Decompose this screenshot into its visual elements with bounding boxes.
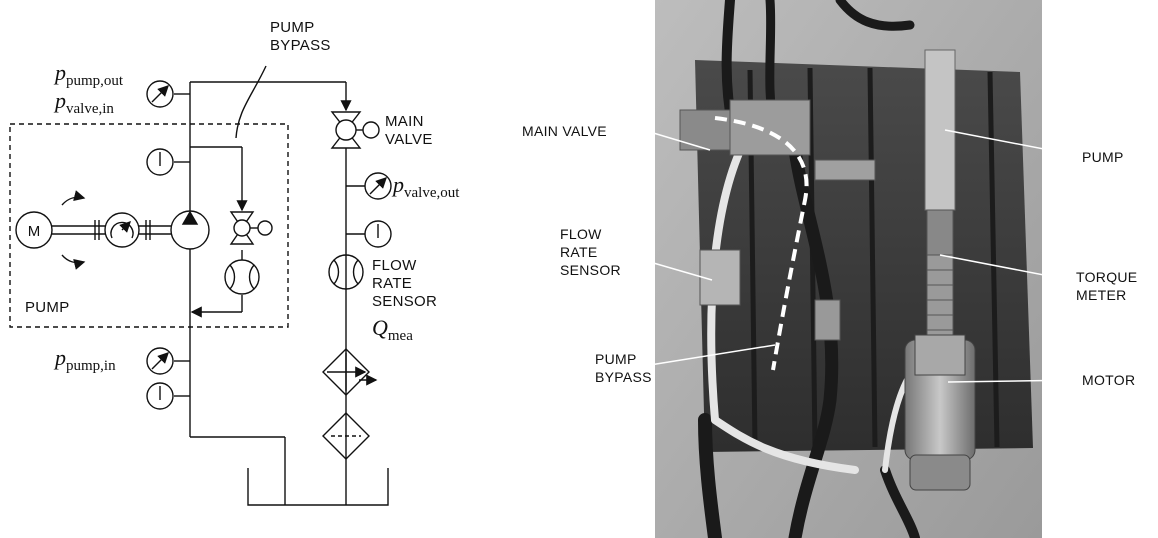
- p-valve-out-label: pvalve,out: [393, 172, 460, 201]
- pressure-gauge-pump-in: [146, 347, 174, 375]
- main-valve-label-line1: MAIN: [385, 113, 424, 130]
- flow-sensor-label-line1: FLOW: [372, 257, 417, 274]
- cooler-symbol: [322, 348, 378, 396]
- flow-sensor-label-line3: SENSOR: [372, 293, 438, 310]
- pump-boundary-box: [9, 123, 289, 328]
- tank: [247, 468, 389, 506]
- photo-pump-bypass-label-line1: PUMP: [595, 351, 637, 367]
- filter-symbol: [322, 412, 370, 460]
- photo-torque-meter-label-line1: TORQUE: [1076, 269, 1138, 285]
- pump-bypass-label-line1: PUMP: [270, 19, 315, 36]
- photo-torque-meter-label-line2: METER: [1076, 287, 1127, 303]
- photo-flow-sensor-label-line3: SENSOR: [560, 262, 621, 278]
- flow-meter-main: [328, 254, 364, 290]
- q-mea-label: Qmea: [372, 315, 413, 344]
- photo-pump-bypass-label-line2: BYPASS: [595, 369, 652, 385]
- photo-pump-label: PUMP: [1082, 149, 1124, 165]
- hydraulic-schematic: M: [9, 65, 392, 506]
- photo-main-valve-label: MAIN VALVE: [522, 123, 607, 139]
- photo-flow-sensor-label-line1: FLOW: [560, 226, 602, 242]
- motor-symbol: [15, 211, 53, 249]
- pressure-gauge-pump-out: [146, 80, 174, 108]
- bypass-valve-symbol: [229, 211, 273, 245]
- p-pump-in-label: ppump,in: [55, 345, 116, 374]
- pump-box-label: PUMP: [25, 299, 70, 316]
- p-pump-out-label: ppump,out: [55, 60, 124, 89]
- photo-flow-sensor-label-line2: RATE: [560, 244, 598, 260]
- p-valve-in-label: pvalve,in: [55, 88, 114, 117]
- motor-letter: M: [28, 223, 41, 240]
- pump-bypass-label-line2: BYPASS: [270, 37, 331, 54]
- thermometer-pump-out: [146, 148, 174, 176]
- test-rig-photo: [655, 0, 1042, 538]
- main-valve-symbol: [330, 111, 380, 149]
- torque-meter-symbol: [104, 212, 140, 248]
- flow-sensor-label-line2: RATE: [372, 275, 413, 292]
- flow-meter-bypass: [224, 259, 260, 295]
- pump-symbol: [170, 210, 210, 250]
- thermometer-pump-in: [146, 382, 174, 410]
- main-valve-label-line2: VALVE: [385, 131, 433, 148]
- photo-motor-label: MOTOR: [1082, 372, 1136, 388]
